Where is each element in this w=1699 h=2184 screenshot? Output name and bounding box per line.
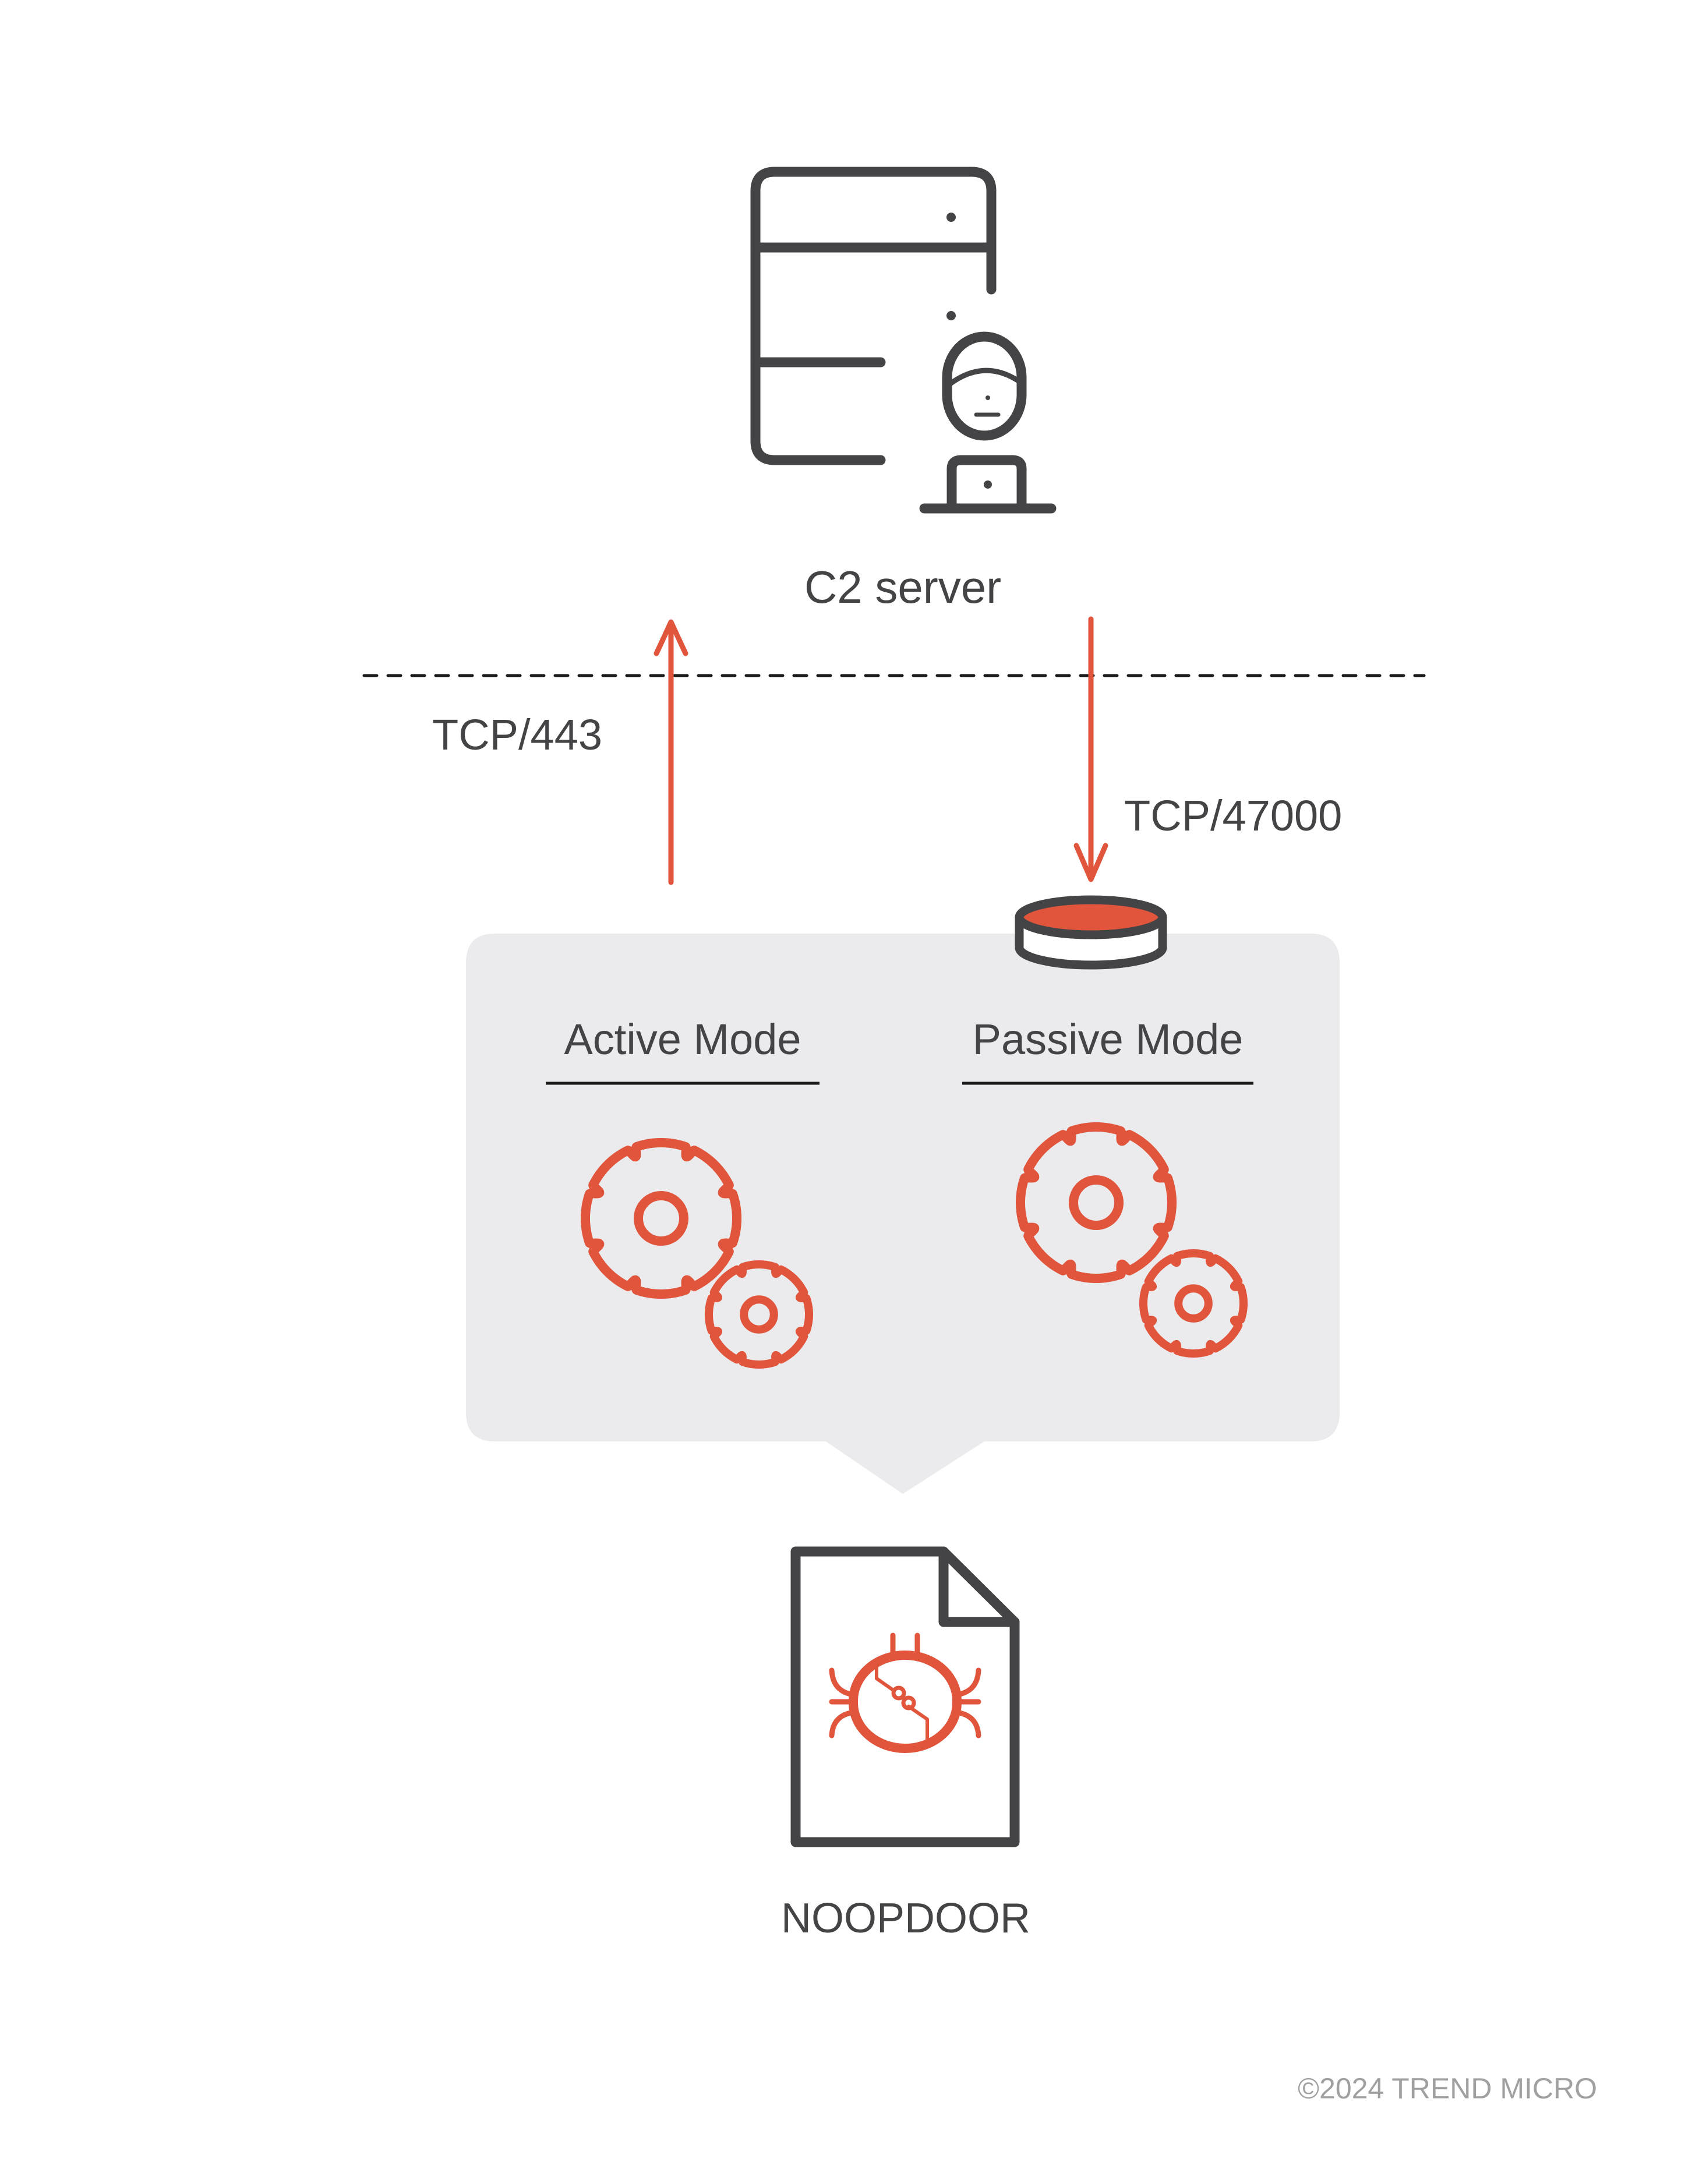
tcp47000-arrow-down (1073, 616, 1108, 882)
tcp47000-label: TCP/47000 (1124, 791, 1342, 840)
active-mode-small-gear-icon-outline (705, 1260, 813, 1369)
modes-panel (466, 934, 1340, 1494)
file-outline (790, 1546, 1020, 1847)
tcp443-arrow-up (654, 619, 688, 885)
passive-mode-small-gear-icon-outline (1139, 1249, 1248, 1358)
tcp443-label: TCP/443 (432, 711, 602, 759)
listening-port-icon (1015, 895, 1167, 970)
operator-head (942, 331, 1027, 441)
passive-mode-label: Passive Mode (973, 1015, 1244, 1063)
c2-server-icon (750, 167, 1057, 514)
bug-icon (829, 1632, 981, 1753)
passive-mode-small-gear-icon (1139, 1249, 1248, 1358)
passive-mode-large-gear-icon-hub (1069, 1175, 1124, 1230)
passive-mode-large-gear-icon-outline (1016, 1122, 1177, 1283)
active-mode-large-gear-icon (581, 1138, 741, 1299)
file-bug-icon (790, 1546, 1020, 1847)
active-mode-small-gear-icon-hub (740, 1295, 778, 1334)
gears-group (581, 1122, 1248, 1369)
active-mode-label: Active Mode (564, 1015, 801, 1063)
passive-mode-small-gear-icon-hub (1174, 1284, 1213, 1323)
arrow-head-up-icon (654, 619, 688, 656)
arrow-head-down-icon (1073, 843, 1108, 882)
server-led-1 (946, 213, 956, 222)
operator-laptop (946, 455, 1027, 511)
passive-mode-large-gear-icon (1016, 1122, 1177, 1283)
copyright-label: ©2024 TREND MICRO (1298, 2072, 1597, 2105)
active-mode-small-gear-icon (705, 1260, 813, 1369)
c2-server-label: C2 server (804, 561, 1001, 613)
operator-icon (919, 331, 1057, 514)
server-rack-outline (750, 167, 997, 465)
active-mode-large-gear-icon-outline (581, 1138, 741, 1299)
noopdoor-label: NOOPDOOR (781, 1895, 1030, 1942)
operator-hair (946, 367, 1022, 387)
file-fold (938, 1546, 1020, 1627)
server-led-2 (946, 311, 956, 320)
active-mode-large-gear-icon-hub (634, 1191, 688, 1246)
